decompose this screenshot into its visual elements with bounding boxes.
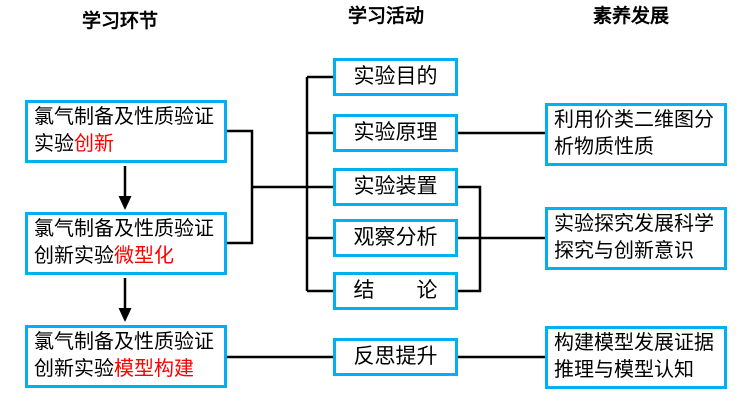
activity-box-conclusion: 结 论 (333, 272, 458, 310)
stage-1-line1: 氯气制备及性质验证 (34, 104, 218, 131)
stage-3-line2: 创新实验模型构建 (34, 356, 218, 383)
stage-3-line2-black: 创新实验 (34, 358, 114, 380)
stage-box-3: 氯气制备及性质验证 创新实验模型构建 (25, 325, 227, 388)
competency-box-3: 构建模型发展证据 推理与模型认知 (545, 326, 727, 389)
stage-3-title: 氯气制备及性质验证 (34, 331, 214, 353)
competency-box-2: 实验探究发展科学 探究与创新意识 (545, 207, 727, 270)
competency-3-line1: 构建模型发展证据 (554, 332, 714, 354)
column-header-competency-development: 素养发展 (593, 6, 670, 27)
stage-1-line2: 实验创新 (34, 131, 218, 158)
competency-box-1: 利用价类二维图分 析物质性质 (545, 103, 727, 166)
stage-1-title: 氯气制备及性质验证 (34, 106, 214, 128)
stage-2-line2-black: 创新实验 (34, 245, 114, 267)
column-header-learning-activities: 学习活动 (348, 6, 425, 27)
column-header-learning-stages: 学习环节 (82, 11, 159, 32)
competency-1-line1: 利用价类二维图分 (554, 109, 714, 131)
stage-box-2: 氯气制备及性质验证 创新实验微型化 (25, 212, 227, 275)
stage-bracket-line (227, 129, 254, 245)
competency-2-line1: 实验探究发展科学 (554, 213, 714, 235)
activity-box-experiment-apparatus: 实验装置 (333, 168, 458, 206)
competency-2-line2: 探究与创新意识 (554, 240, 694, 262)
stage-box-1: 氯气制备及性质验证 实验创新 (25, 100, 227, 163)
activity-box-experiment-principle: 实验原理 (333, 114, 458, 152)
flow-arrow-1-head (118, 196, 132, 210)
stage-3-line2-red: 模型构建 (114, 358, 194, 380)
stage-3-line1: 氯气制备及性质验证 (34, 329, 218, 356)
stage-2-line2: 创新实验微型化 (34, 243, 218, 270)
flow-arrow-2-head (118, 308, 132, 322)
stage-2-line1: 氯气制备及性质验证 (34, 216, 218, 243)
activity-box-experiment-purpose: 实验目的 (333, 58, 458, 96)
competency-3-line2: 推理与模型认知 (554, 359, 694, 381)
stage-1-line2-black: 实验 (34, 133, 74, 155)
activity-box-reflection-improvement: 反思提升 (333, 338, 458, 376)
stage-2-title: 氯气制备及性质验证 (34, 218, 214, 240)
stage-1-line2-red: 创新 (74, 133, 114, 155)
activity-box-observation-analysis: 观察分析 (333, 219, 458, 257)
competency-1-line2: 析物质性质 (554, 136, 654, 158)
activity-stub-lines (307, 75, 333, 293)
stage-2-line2-red: 微型化 (114, 245, 174, 267)
